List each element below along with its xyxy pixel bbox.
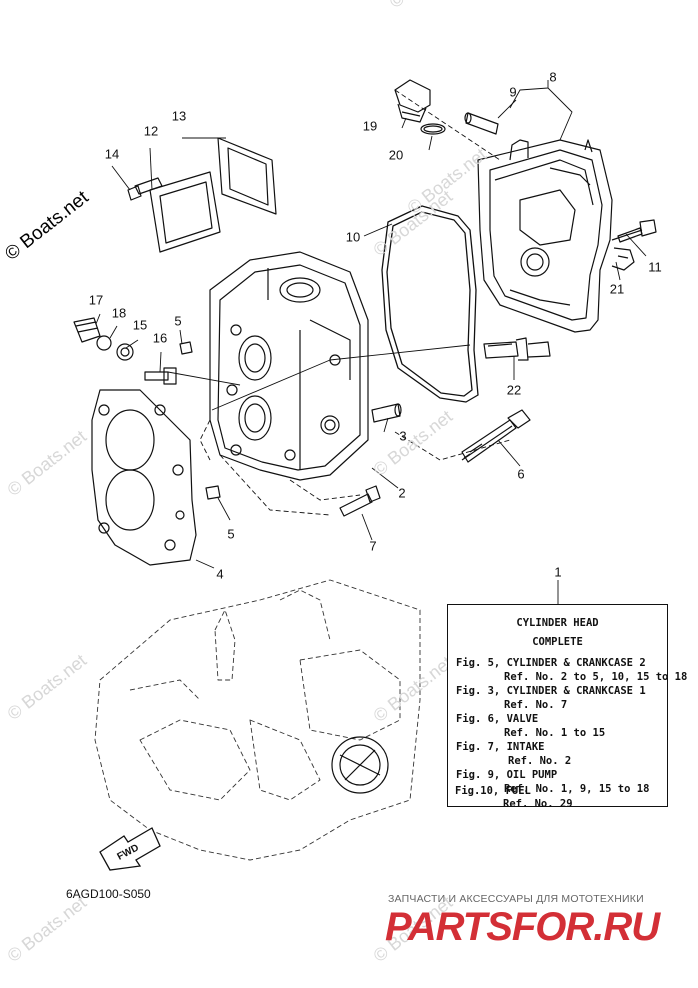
bolt-14-part [127, 177, 163, 201]
fwd-arrow-icon: FWD [99, 827, 161, 871]
assembly-info-box: CYLINDER HEAD COMPLETE Fig. 5, CYLINDER … [447, 604, 687, 807]
bolt-7-part [339, 485, 381, 517]
callout-2[interactable]: 2 [398, 485, 406, 501]
callout-3[interactable]: 3 [399, 428, 407, 444]
cap-17-part [73, 317, 101, 343]
callout-14[interactable]: 14 [104, 146, 120, 162]
callout-18[interactable]: 18 [111, 305, 127, 321]
info-title-line2: COMPLETE [532, 636, 583, 648]
info-row: Ref. No. 2 [508, 755, 572, 767]
oil-cap-part [394, 79, 446, 135]
callout-8[interactable]: 8 [549, 69, 557, 85]
sleeve-part [371, 403, 402, 423]
dashed-leaders [199, 89, 511, 516]
info-row: Fig. 9, OIL PUMP [456, 769, 558, 781]
callout-19[interactable]: 19 [362, 118, 378, 134]
callout-9[interactable]: 9 [509, 84, 517, 100]
cover-12-part [149, 171, 221, 253]
info-row: Ref. No. 7 [504, 699, 568, 711]
oil-pump-part [331, 736, 389, 794]
callout-7[interactable]: 7 [369, 538, 377, 554]
head-gasket-part [91, 389, 197, 566]
fitting-part [464, 112, 499, 135]
callout-22[interactable]: 22 [506, 382, 522, 398]
brand-subtitle: ЗАПЧАСТИ И АКСЕССУАРЫ ДЛЯ МОТОТЕХНИКИ [388, 893, 644, 905]
info-row: Ref. No. 2 to 5, 10, 15 to 18 [504, 671, 688, 683]
info-row: Ref. No. 1 to 15 [504, 727, 606, 739]
info-row: Fig. 6, VALVE [456, 713, 539, 725]
info-row: Ref. No. 1, 9, 15 to 18 [504, 783, 650, 795]
oring-18-part [96, 335, 112, 351]
cylinder-head-part [209, 251, 369, 481]
callout-16[interactable]: 16 [152, 330, 168, 346]
info-row: Ref. No. 29 [503, 798, 573, 810]
callout-leaders [95, 80, 647, 604]
head-cover-part [477, 139, 613, 333]
diagram-code: 6AGD100-S050 [66, 887, 151, 901]
clip-21-part [611, 247, 635, 271]
engine-block-part [94, 579, 421, 861]
brand-logo[interactable]: PARTSFOR.RU [385, 905, 660, 949]
callout-4[interactable]: 4 [216, 566, 224, 582]
callout-5-upper[interactable]: 5 [174, 313, 182, 329]
sleeve-15-part [116, 343, 134, 361]
cover-gasket-part [381, 205, 479, 403]
bolt-11-part [611, 219, 657, 243]
spark-plug-part [483, 337, 551, 361]
info-row: Fig. 7, INTAKE [456, 741, 545, 753]
cover-13-part [217, 137, 277, 215]
callout-6[interactable]: 6 [517, 466, 525, 482]
dowel-pin-upper [179, 341, 193, 355]
callout-5-lower[interactable]: 5 [227, 526, 235, 542]
callout-21[interactable]: 21 [609, 281, 625, 297]
info-row: Fig.10, FUEL [455, 785, 531, 797]
callout-12[interactable]: 12 [143, 123, 159, 139]
callout-20[interactable]: 20 [388, 147, 404, 163]
callout-1[interactable]: 1 [554, 564, 562, 580]
long-bolt-part [461, 409, 531, 463]
info-title-line1: CYLINDER HEAD [516, 617, 599, 629]
callout-17[interactable]: 17 [88, 292, 104, 308]
callout-13[interactable]: 13 [171, 108, 187, 124]
info-row: Fig. 5, CYLINDER & CRANKCASE 2 [456, 657, 646, 669]
info-row: Fig. 3, CYLINDER & CRANKCASE 1 [456, 685, 646, 697]
callout-15[interactable]: 15 [132, 317, 148, 333]
dowel-pin-lower [205, 485, 221, 500]
callout-11[interactable]: 11 [648, 259, 662, 275]
callout-10[interactable]: 10 [345, 229, 361, 245]
